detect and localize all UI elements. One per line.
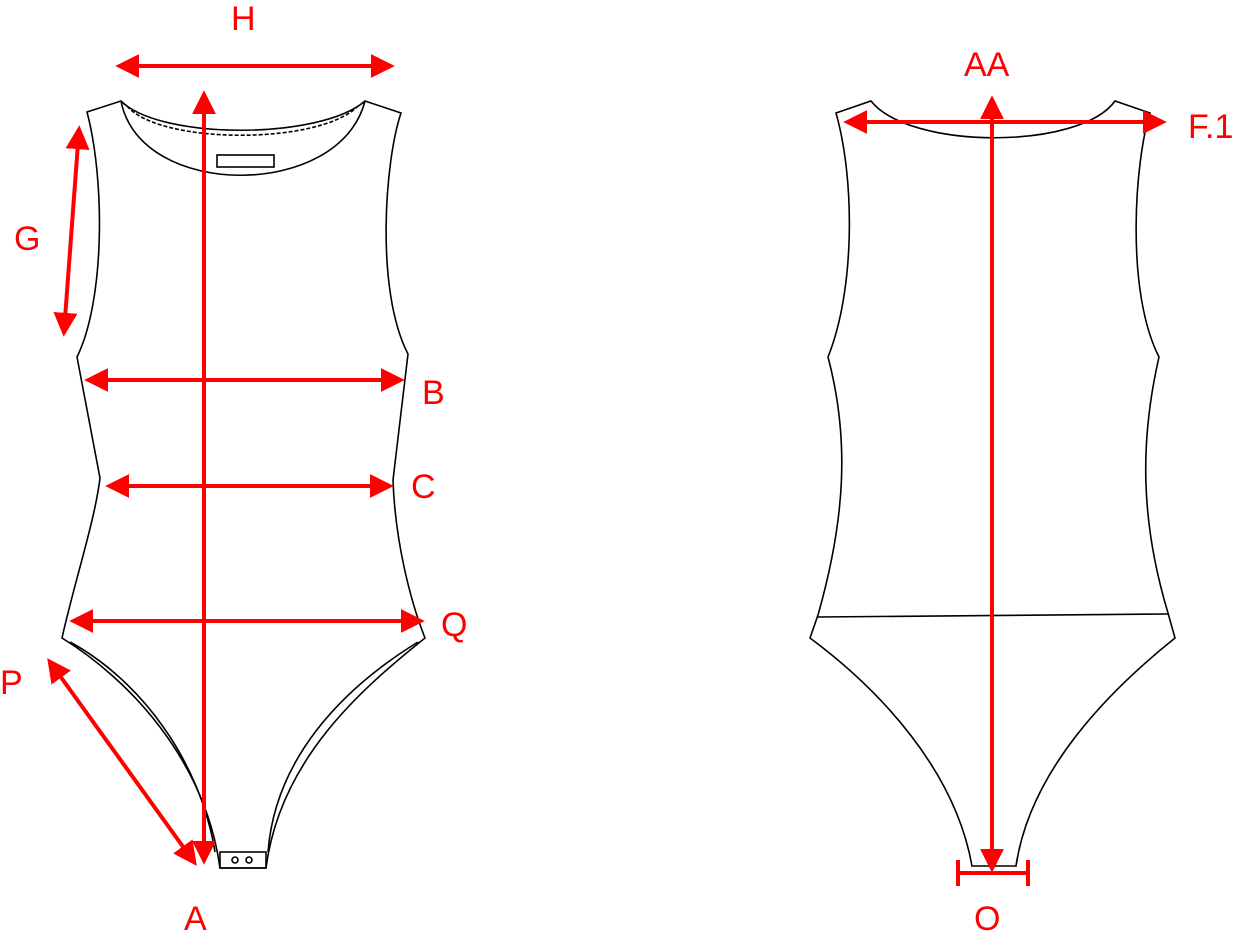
measure-P-arrow	[47, 658, 197, 866]
snap-button	[245, 856, 253, 864]
label-G: G	[14, 220, 40, 258]
label-B: B	[422, 374, 445, 412]
front-neckline	[120, 100, 366, 176]
back-measurements: AA F.1 O	[843, 46, 1233, 934]
label-O: O	[974, 900, 1000, 934]
label-AA: AA	[964, 46, 1010, 84]
measure-G-arrow	[53, 125, 90, 337]
label-F1: F.1	[1188, 108, 1233, 146]
right-leg-binding	[267, 641, 419, 853]
neck-label	[216, 154, 275, 168]
crotch-snap-panel	[219, 851, 267, 869]
label-A: A	[184, 900, 207, 934]
label-C: C	[411, 468, 436, 506]
front-measurements: H G B C Q P A	[0, 0, 467, 934]
label-H: H	[231, 0, 256, 38]
snap-button	[231, 856, 239, 864]
neck-stitching	[126, 105, 359, 136]
label-Q: Q	[441, 606, 467, 644]
label-P: P	[0, 664, 23, 702]
